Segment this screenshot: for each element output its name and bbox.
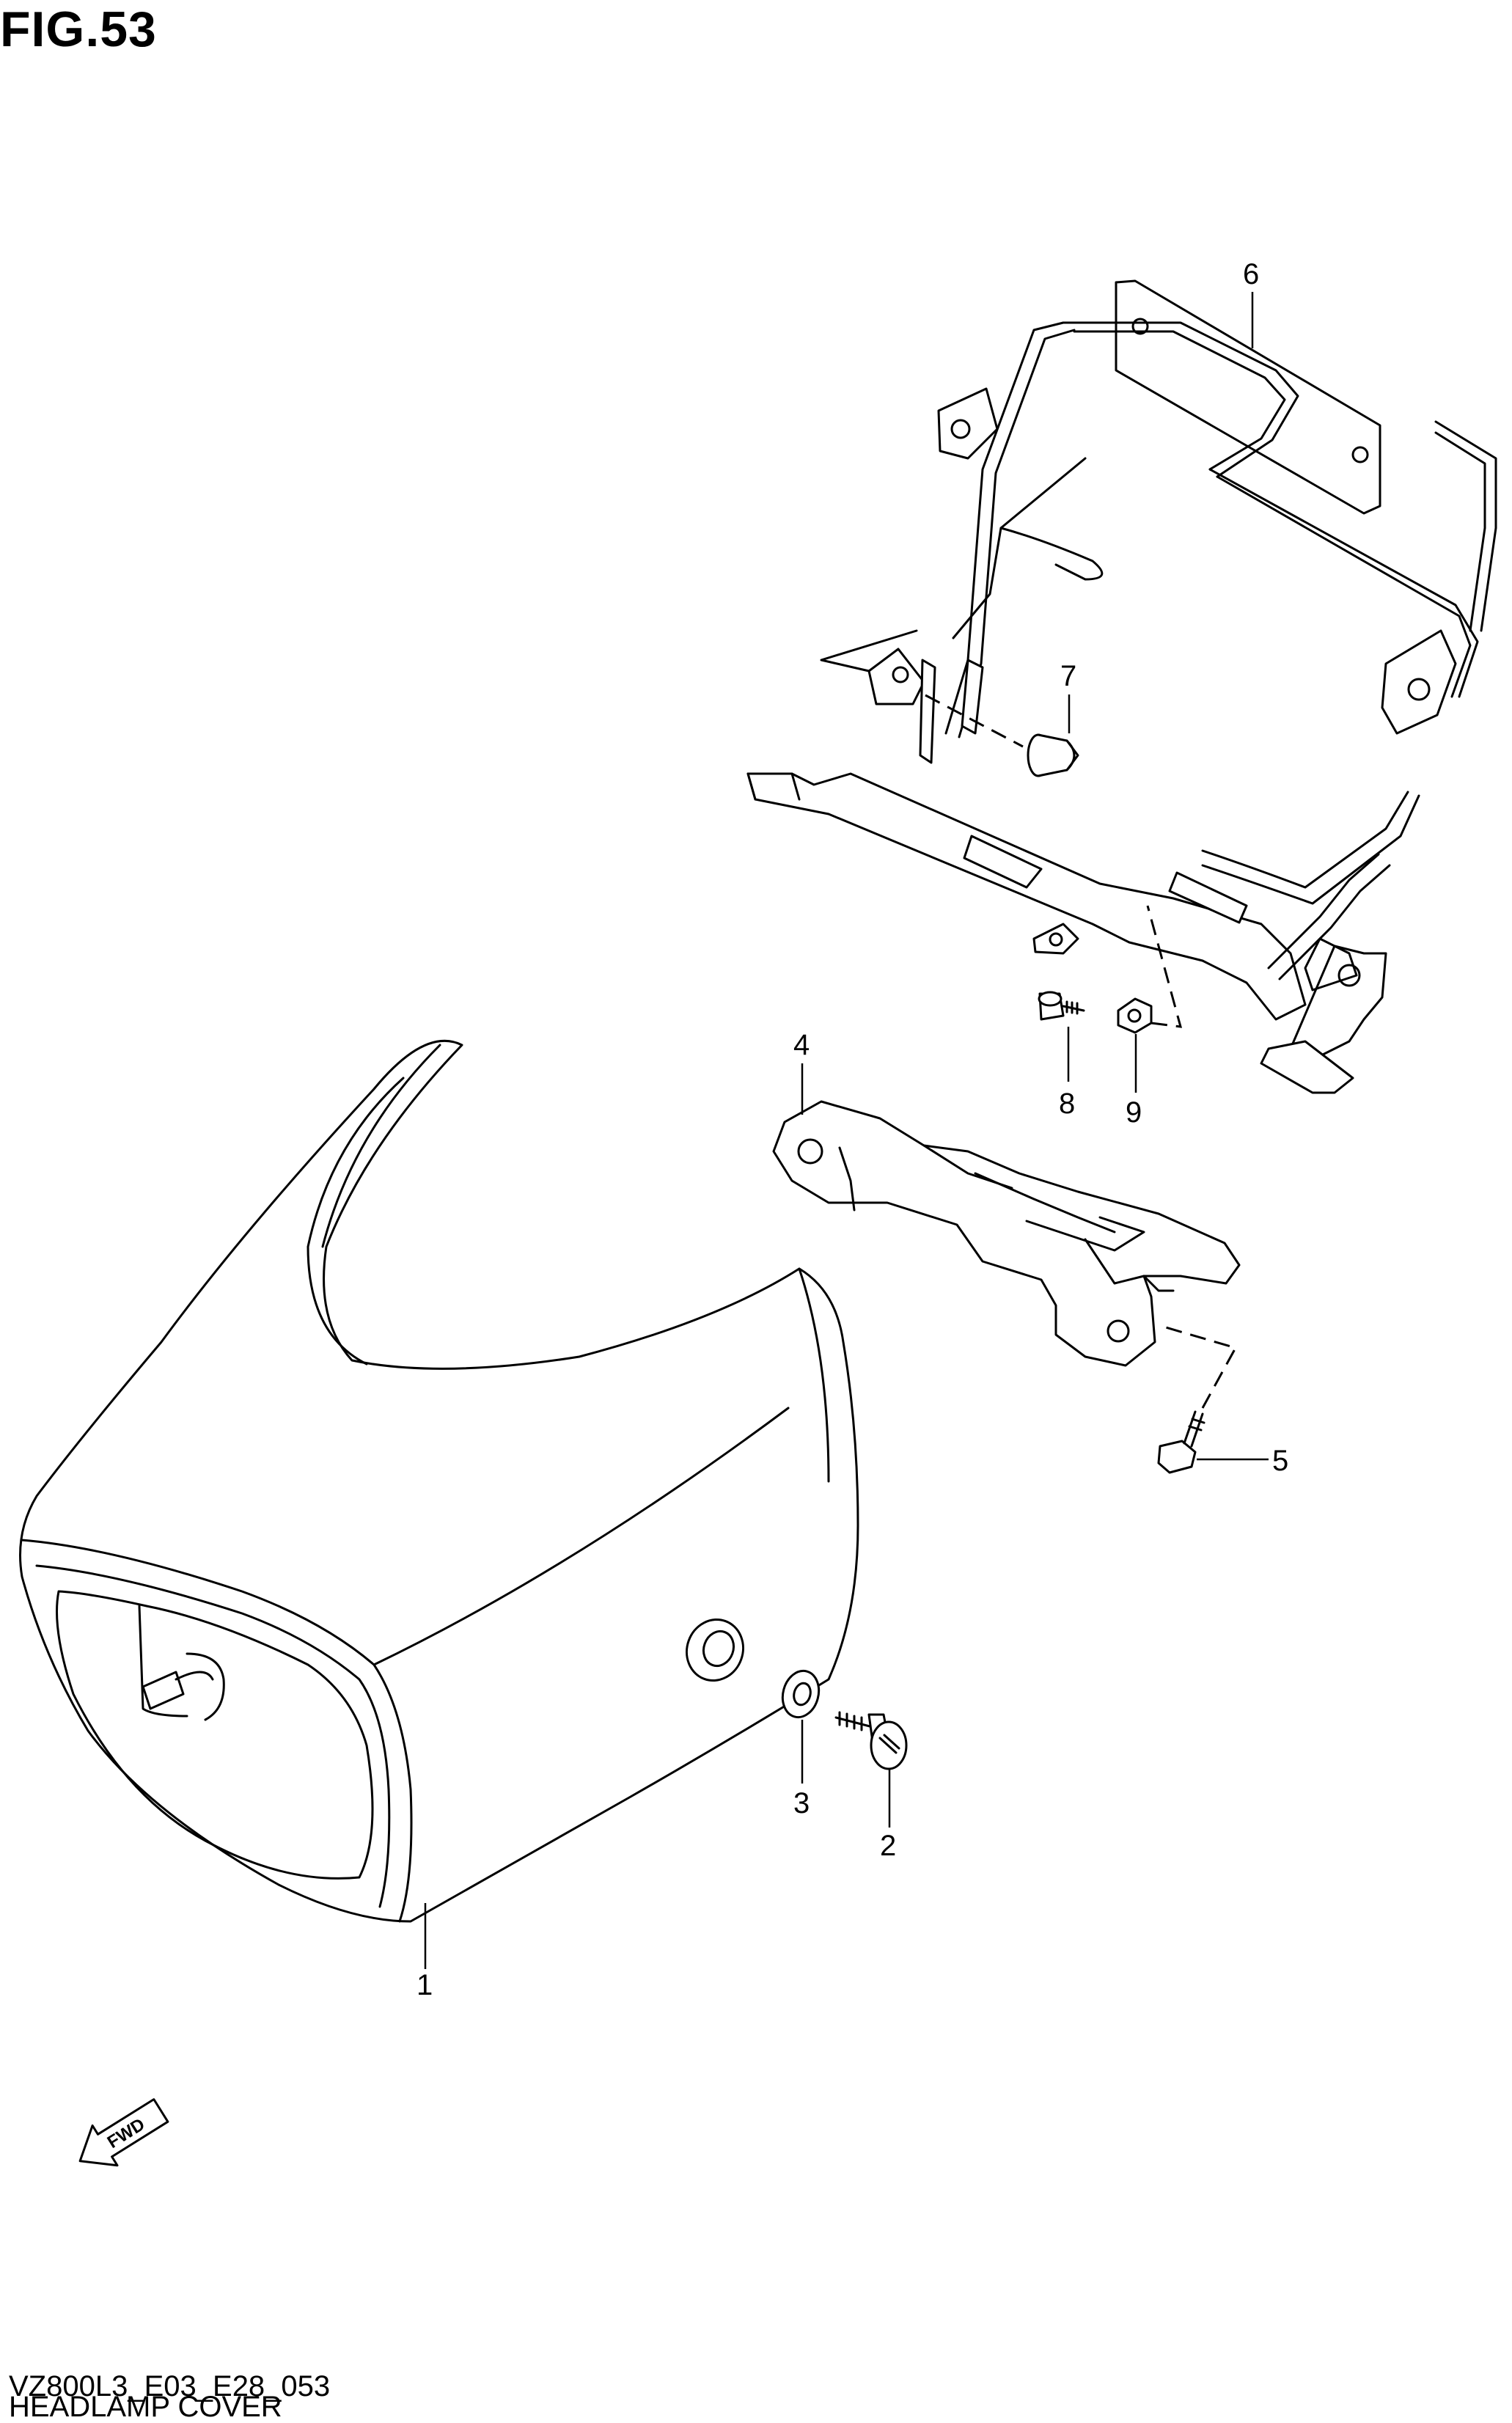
callout-7: 7 (1060, 660, 1076, 692)
washer-drawing (781, 1669, 821, 1719)
callout-5: 5 (1272, 1445, 1288, 1477)
brace-bolt-drawing (1157, 1410, 1205, 1474)
clip-drawing (1027, 733, 1079, 777)
section-name: HEADLAMP COVER (9, 2391, 282, 2423)
model-code: VZ800L3_E03_E28_053 (9, 2370, 331, 2402)
callout-1: 1 (416, 1969, 433, 2001)
callout-6: 6 (1243, 258, 1259, 290)
headlamp-cover-drawing (19, 1039, 859, 1923)
bracket-bolt-drawing (1038, 991, 1085, 1021)
callout-2: 2 (880, 1830, 896, 1862)
callout-4: 4 (793, 1029, 810, 1061)
cover-bolt-drawing (834, 1711, 908, 1770)
callout-8: 8 (1059, 1088, 1075, 1120)
figure-title: FIG.53 (0, 1, 157, 57)
cover-brace-drawing (772, 1100, 1241, 1367)
callout-3: 3 (793, 1787, 810, 1819)
headlamp-bracket-drawing (746, 279, 1497, 1094)
nut-drawing (1117, 997, 1153, 1034)
forward-arrow-icon: FWD (78, 2098, 169, 2167)
callout-9: 9 (1126, 1096, 1142, 1129)
